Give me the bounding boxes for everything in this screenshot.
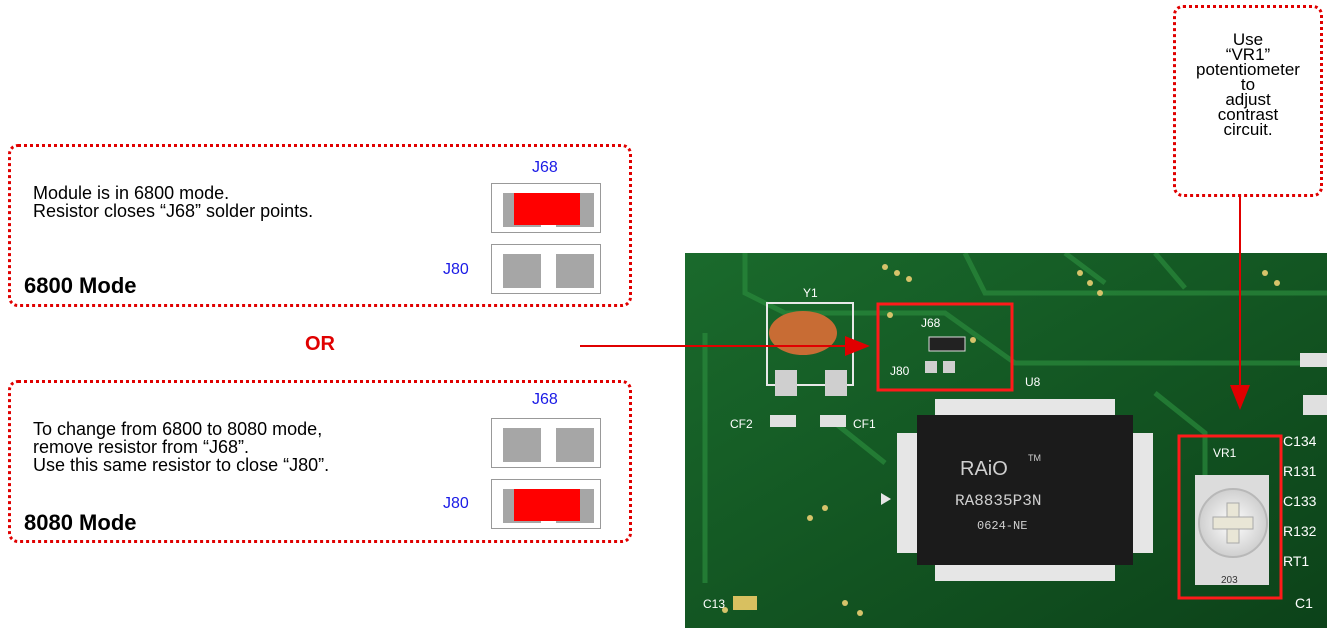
capacitor-cf1 xyxy=(820,415,846,427)
pcb-j68-label: J68 xyxy=(921,316,941,330)
component-pad xyxy=(775,370,797,396)
panel-8080-mode: To change from 6800 to 8080 mode, remove… xyxy=(8,380,632,543)
chip-tm: TM xyxy=(1028,453,1041,463)
callout-line: contrast xyxy=(1217,105,1279,124)
j68-resistor xyxy=(928,336,966,352)
description-line: To change from 6800 to 8080 mode, xyxy=(33,419,323,439)
c1-label: C1 xyxy=(1295,595,1313,611)
description-line: Resistor closes “J68” solder points. xyxy=(33,201,314,221)
component-pad xyxy=(1300,353,1327,367)
component-pad xyxy=(825,370,847,396)
j68-label: J68 xyxy=(532,159,558,176)
component-pad xyxy=(1303,395,1327,415)
j80-pad xyxy=(925,361,937,373)
j80-label: J80 xyxy=(443,261,469,278)
j80-jumper-open xyxy=(491,244,601,294)
pin1-marker xyxy=(881,493,891,505)
j80-jumper-closed xyxy=(491,479,601,529)
j80-label: J80 xyxy=(443,495,469,512)
vr1-callout-text: Use “VR1” potentiometer to adjust contra… xyxy=(1176,30,1320,139)
r132-label: R132 xyxy=(1283,523,1317,539)
panel-8080-description: To change from 6800 to 8080 mode, remove… xyxy=(33,420,329,474)
pcb-photo: Y1 CF2 CF1 J68 J80 U8 RAiO TM RA8835P3N … xyxy=(685,253,1327,628)
cf1-label: CF1 xyxy=(853,417,876,431)
j68-jumper-closed xyxy=(491,183,601,233)
y1-label: Y1 xyxy=(803,286,818,300)
or-label: OR xyxy=(305,333,335,355)
ceramic-resonator xyxy=(769,311,837,355)
panel-8080-title: 8080 Mode xyxy=(24,510,137,535)
pot-value: 203 xyxy=(1221,575,1238,586)
callout-line: potentiometer xyxy=(1196,60,1300,79)
jumper-highlight xyxy=(876,302,1014,392)
description-line: remove resistor from “J68”. xyxy=(33,437,250,457)
jumper-arrow-head xyxy=(845,336,870,356)
pcb-traces xyxy=(702,253,1327,583)
callout-line: circuit. xyxy=(1223,120,1273,139)
j80-pad xyxy=(943,361,955,373)
solder-pad xyxy=(556,254,594,288)
cf2-label: CF2 xyxy=(730,417,753,431)
panel-6800-mode: Module is in 6800 mode. Resistor closes … xyxy=(8,144,632,307)
callout-line: “VR1” xyxy=(1225,45,1271,64)
callout-line: adjust xyxy=(1225,90,1271,109)
c13-label: C13 xyxy=(703,597,725,611)
panel-6800-description: Module is in 6800 mode. Resistor closes … xyxy=(33,184,313,220)
chip-brand: RAiO xyxy=(960,458,1008,480)
c134-label: C134 xyxy=(1283,433,1317,449)
r131-label: R131 xyxy=(1283,463,1317,479)
description-line: Module is in 6800 mode. xyxy=(33,183,230,203)
resistor xyxy=(514,193,580,225)
pcb-j80-label: J80 xyxy=(890,364,910,378)
vr1-callout: Use “VR1” potentiometer to adjust contra… xyxy=(1173,5,1323,197)
resistor xyxy=(514,489,580,521)
pcb-vias xyxy=(722,264,1280,616)
callout-line: to xyxy=(1240,75,1256,94)
ra8835-chip xyxy=(917,415,1133,565)
j68-jumper-open xyxy=(491,418,601,468)
callout-line: Use xyxy=(1232,30,1264,49)
vr1-label: VR1 xyxy=(1213,446,1237,460)
c133-label: C133 xyxy=(1283,493,1317,509)
rt1-label: RT1 xyxy=(1283,553,1309,569)
description-line: Use this same resistor to close “J80”. xyxy=(33,455,330,475)
solder-pad xyxy=(556,428,594,462)
j68-label: J68 xyxy=(532,391,558,408)
potentiometer-slot xyxy=(1212,516,1254,530)
solder-pad xyxy=(503,428,541,462)
panel-6800-title: 6800 Mode xyxy=(24,273,137,298)
solder-pad xyxy=(503,254,541,288)
capacitor-cf2 xyxy=(770,415,796,427)
ic-pins xyxy=(897,399,1153,581)
chip-date-code: 0624-NE xyxy=(977,519,1027,533)
u8-label: U8 xyxy=(1025,375,1041,389)
vr1-highlight xyxy=(1177,434,1283,600)
capacitor-c13 xyxy=(733,596,757,610)
vr1-arrow-head xyxy=(1230,385,1250,410)
chip-part-number: RA8835P3N xyxy=(955,492,1041,510)
